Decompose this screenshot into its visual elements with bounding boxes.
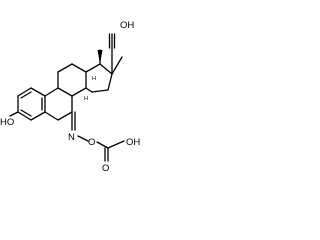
c17-oh-bond bbox=[111, 56, 123, 75]
oxime-group: N O O OH bbox=[68, 111, 140, 174]
ring-b bbox=[44, 87, 73, 121]
chemical-structure-diagram: OH HO N O O OH H H bbox=[0, 20, 140, 174]
oh-top-label: OH bbox=[120, 20, 134, 31]
ho-left-label: HO bbox=[0, 117, 14, 128]
ring-c bbox=[57, 63, 87, 97]
ethynyl-group bbox=[108, 33, 116, 75]
o-carbonyl-label: O bbox=[102, 163, 109, 174]
o-oxime-label: O bbox=[88, 137, 95, 148]
n-label: N bbox=[68, 132, 75, 143]
oh-acid-label: OH bbox=[126, 137, 140, 148]
ring-a bbox=[17, 87, 46, 121]
ring-d bbox=[85, 63, 113, 93]
stereo-h-mid: H bbox=[84, 96, 88, 102]
methyl-wedge bbox=[97, 50, 103, 64]
c3-oh-bond bbox=[9, 111, 19, 117]
stereo-h-upper: H bbox=[92, 76, 96, 82]
